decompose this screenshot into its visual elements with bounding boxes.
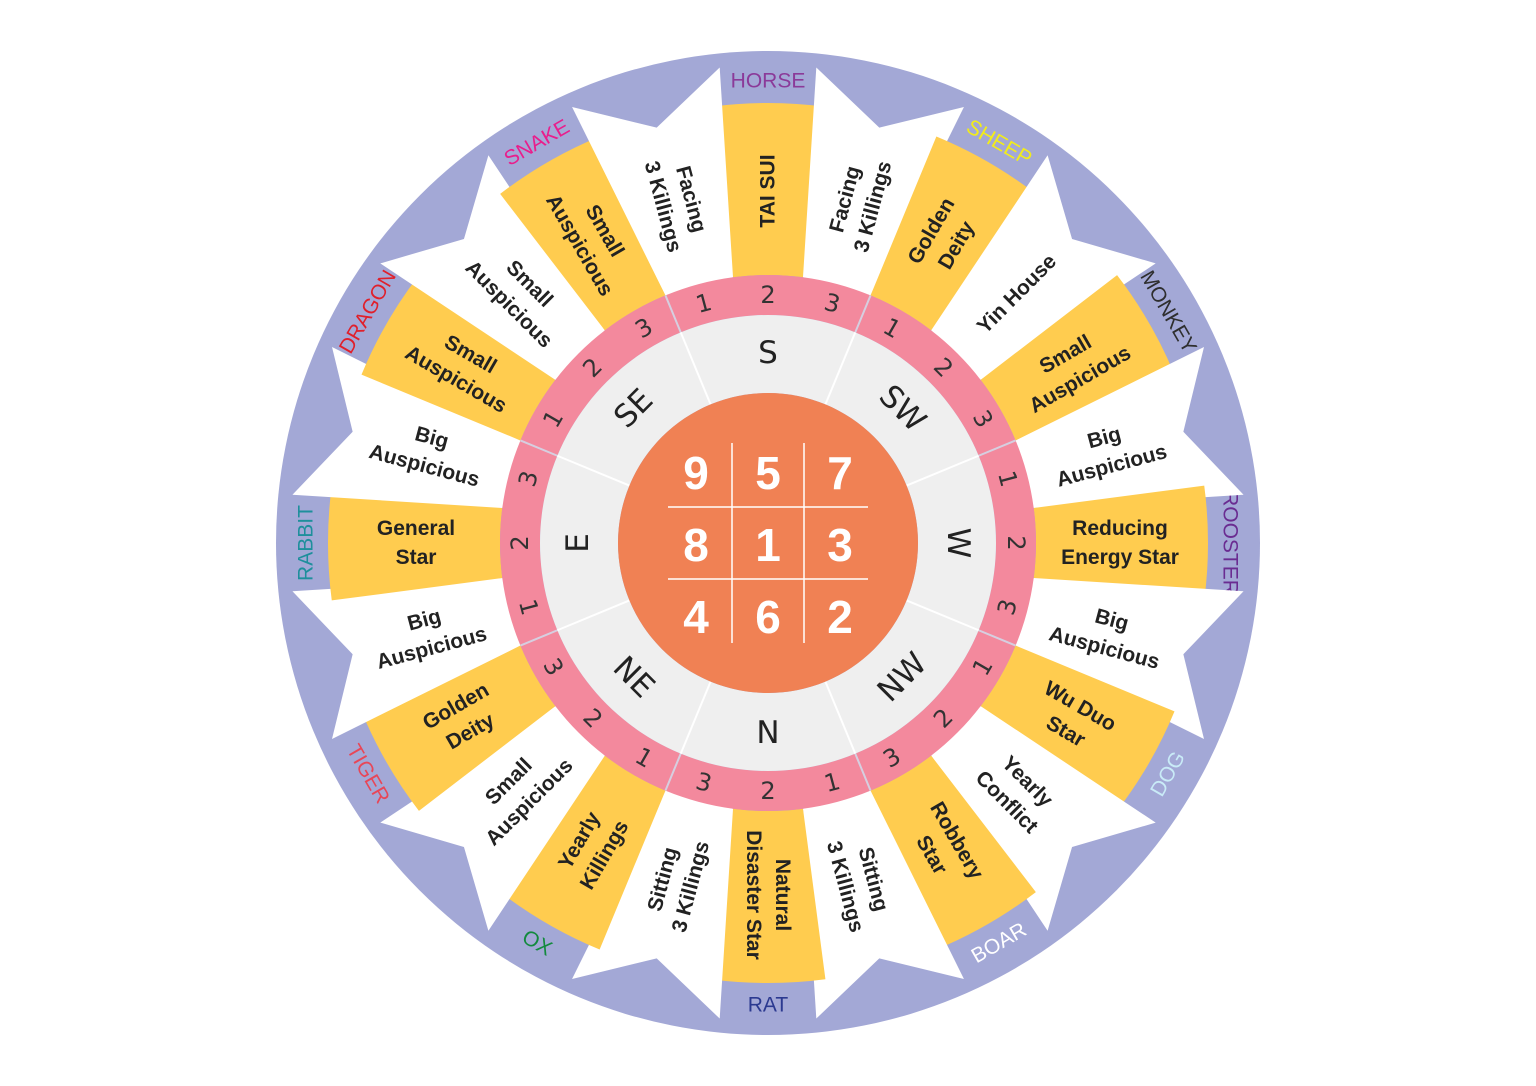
direction-label-e: E [560,533,596,553]
direction-divider [824,331,857,405]
direction-label-s: S [758,335,778,371]
annotation-label: Natural Disaster Star [742,830,794,960]
annotation-sector-yellow [328,485,503,601]
grid-number: 8 [683,519,709,571]
pink-divider [664,753,682,791]
grid-number: 2 [827,591,853,643]
annotation-sector-yellow [500,755,666,950]
direction-label-n: N [756,715,779,751]
pink-divider [854,295,872,333]
direction-divider [679,331,712,405]
annotation-sector-yellow [710,103,826,278]
annotation-sector-white [380,155,605,380]
direction-divider [906,599,980,632]
annotation-sector-yellow [361,275,556,441]
annotation-sector-white [292,347,521,509]
grid-number: 4 [683,591,709,643]
sub-number: 3 [992,596,1023,618]
annotation-sector-white [572,790,734,1019]
direction-ring-band [539,315,996,771]
center-disc [618,393,918,693]
annotation-sector-yellow [980,645,1175,811]
annotation-sector-yellow [361,645,556,811]
pink-divider [854,753,872,791]
annotation-sector-yellow [980,275,1175,441]
sub-number: 3 [821,288,843,319]
direction-divider [556,599,630,632]
annotation-sector-yellow [1033,485,1209,601]
grid-number: 6 [755,591,781,643]
annotation-sector-yellow [710,808,826,983]
annotation-sector-yellow [870,755,1036,950]
annotation-line: TAI SUI [757,154,780,227]
direction-label-w: W [940,528,976,559]
direction-divider [556,454,630,487]
annotation-sector-white [802,790,964,1019]
annotation-line: Natural [771,859,794,931]
annotation-line: General [377,517,455,540]
grid-number: 5 [755,447,781,499]
annotation-line: Reducing [1072,517,1168,540]
annotation-label: TAI SUI [757,154,780,227]
pink-divider [978,629,1016,647]
pink-divider [664,295,682,333]
annotation-sector-white [572,67,734,296]
sub-number: 3 [513,468,544,490]
grid-number: 3 [827,519,853,571]
grid-number: 7 [827,447,853,499]
sub-number: 2 [760,777,775,805]
annotation-sector-white [380,706,605,931]
sub-number: 1 [821,767,843,798]
sub-number: 2 [760,281,775,309]
annotation-sector-white [931,155,1156,380]
sub-number: 1 [992,468,1023,490]
annotation-sector-yellow [500,136,666,331]
zodiac-label-horse: HORSE [731,70,806,93]
sub-number: 2 [1002,535,1030,550]
annotation-sector-white [292,577,521,739]
direction-divider [679,681,712,755]
grid-number: 1 [755,519,781,571]
annotation-line: Energy Star [1061,546,1179,569]
annotation-sector-white [1015,347,1244,509]
sub-number: 1 [693,288,715,319]
grid-number: 9 [683,447,709,499]
annotation-sector-yellow [870,136,1036,331]
annotation-sector-white [802,67,964,296]
pink-divider [520,439,558,457]
pink-divider [978,439,1016,457]
direction-divider [824,681,857,755]
pink-divider [520,629,558,647]
annotation-sector-white [1015,577,1244,739]
annotation-line: Disaster Star [742,830,765,960]
zodiac-label-rat: RAT [748,994,789,1017]
sub-number: 1 [513,596,544,618]
sub-number: 3 [693,767,715,798]
annotation-line: Star [396,546,437,569]
zodiac-label-rabbit: RABBIT [295,505,318,581]
annotation-sector-white [931,706,1156,931]
zodiac-label-rooster: ROOSTER [1219,491,1242,595]
direction-divider [906,454,980,487]
sub-number: 2 [506,535,534,550]
